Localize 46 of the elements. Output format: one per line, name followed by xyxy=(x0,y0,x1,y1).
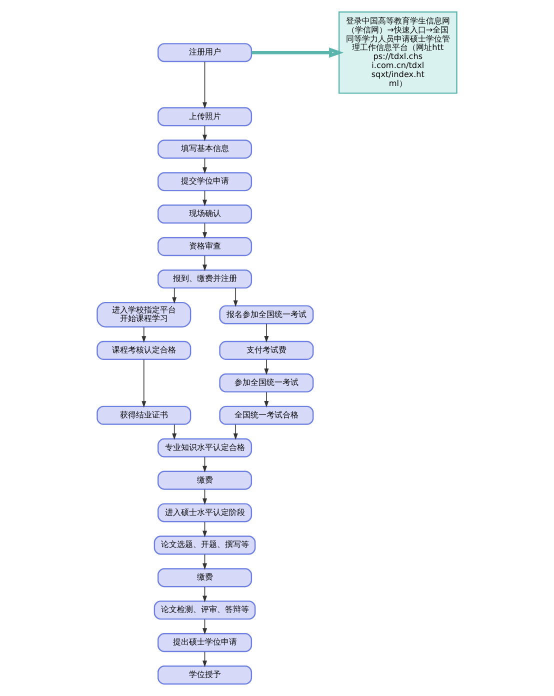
arrow xyxy=(233,288,238,307)
arrow xyxy=(202,651,208,668)
node-box: 现场确认 xyxy=(158,204,252,224)
arrow xyxy=(172,288,177,304)
node-box: 全国统一考试合格 xyxy=(219,406,314,425)
arrow xyxy=(264,392,269,408)
arrow xyxy=(202,618,208,635)
node-box: 提交学位申请 xyxy=(158,172,252,192)
arrow xyxy=(202,61,208,109)
node-box: 资格审查 xyxy=(158,237,252,256)
node-box: 进入硕士水平认定阶段 xyxy=(158,503,252,522)
node-box: 课程考核认定合格 xyxy=(96,340,192,360)
arrow xyxy=(142,359,146,408)
arrow xyxy=(264,323,269,343)
arrow xyxy=(264,359,269,375)
node-box: 提出硕士学位申请 xyxy=(158,633,252,652)
node-box: 专业知识水平认定合格 xyxy=(158,438,252,458)
node-box: 论文检测、评审、答辩等 xyxy=(154,600,256,620)
node-box: 上传照片 xyxy=(158,107,252,126)
arrow xyxy=(202,255,208,272)
node-box: 参加全国统一考试 xyxy=(219,373,314,392)
arrow xyxy=(172,424,177,440)
node-box: 进入学校指定平台开始课程学习 xyxy=(96,302,192,328)
arrow xyxy=(252,47,344,58)
node-box: 注册用户 xyxy=(158,43,252,62)
arrow xyxy=(202,222,208,239)
arrow xyxy=(202,456,208,472)
arrow xyxy=(202,522,208,538)
arrow xyxy=(233,424,238,440)
node-box: 缴费 xyxy=(158,568,252,588)
node-box: 报到、缴费并注册 xyxy=(158,269,252,289)
node-box: 填写基本信息 xyxy=(158,140,252,159)
node-box: 论文选题、开题、撰写等 xyxy=(154,536,256,555)
node-box: 缴费 xyxy=(158,470,252,490)
node-box: 获得结业证书 xyxy=(96,406,192,425)
arrow xyxy=(202,586,208,602)
arrow xyxy=(202,489,208,505)
arrow xyxy=(202,126,208,142)
arrow xyxy=(202,554,208,570)
node-box: 支付考试费 xyxy=(219,340,314,360)
arrow xyxy=(202,190,208,206)
arrow xyxy=(142,326,146,343)
node-box: 登录中国高等教育学生信息网（学信网）→快速入口→全国同等学力人员申请硕士学位管理工作信息平台（网址https://tdxl.chsi.com.cn/tdxlsqxt/index.html） xyxy=(338,11,458,94)
node-box: 报名参加全国统一考试 xyxy=(219,305,314,324)
arrow xyxy=(202,158,208,174)
node-box: 学位授予 xyxy=(158,666,252,685)
